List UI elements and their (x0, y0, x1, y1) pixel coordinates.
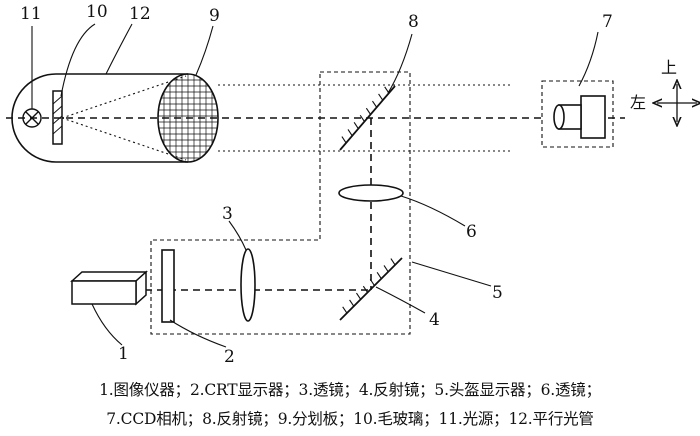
caption-line-1: 1.图像仪器；2.CRT显示器；3.透镜；4.反射镜；5.头盔显示器；6.透镜； (99, 381, 601, 399)
optical-axis-main (6, 117, 625, 291)
direction-cross-icon (657, 84, 697, 122)
leader-lines (31, 23, 599, 348)
label-11: 11 (20, 4, 42, 24)
direction-left-label: 左 (630, 93, 646, 112)
label-8: 8 (408, 12, 419, 32)
collimator-ray-cone (61, 75, 187, 161)
label-4: 4 (429, 310, 440, 330)
collimator-tube (11, 73, 188, 163)
label-5: 5 (492, 283, 503, 303)
label-6: 6 (466, 222, 477, 242)
label-12: 12 (129, 4, 151, 24)
label-9: 9 (209, 6, 220, 26)
helmet-display-boundary (150, 71, 411, 335)
lens-3 (240, 248, 256, 322)
label-1: 1 (118, 344, 129, 364)
imaging-instrument (70, 270, 148, 306)
direction-up-label: 上 (661, 58, 677, 77)
caption-line-2: 7.CCD相机；8.反射镜；9.分划板；10.毛玻璃；11.光源；12.平行光管 (106, 410, 594, 428)
label-3: 3 (222, 204, 233, 224)
crt-display (161, 249, 175, 323)
mirror-4 (339, 257, 403, 321)
label-10: 10 (86, 2, 108, 22)
label-2: 2 (224, 347, 235, 367)
lens-6 (338, 184, 404, 202)
label-7: 7 (602, 12, 613, 32)
ccd-camera (541, 80, 614, 148)
parallel-beam-edges (218, 84, 513, 152)
